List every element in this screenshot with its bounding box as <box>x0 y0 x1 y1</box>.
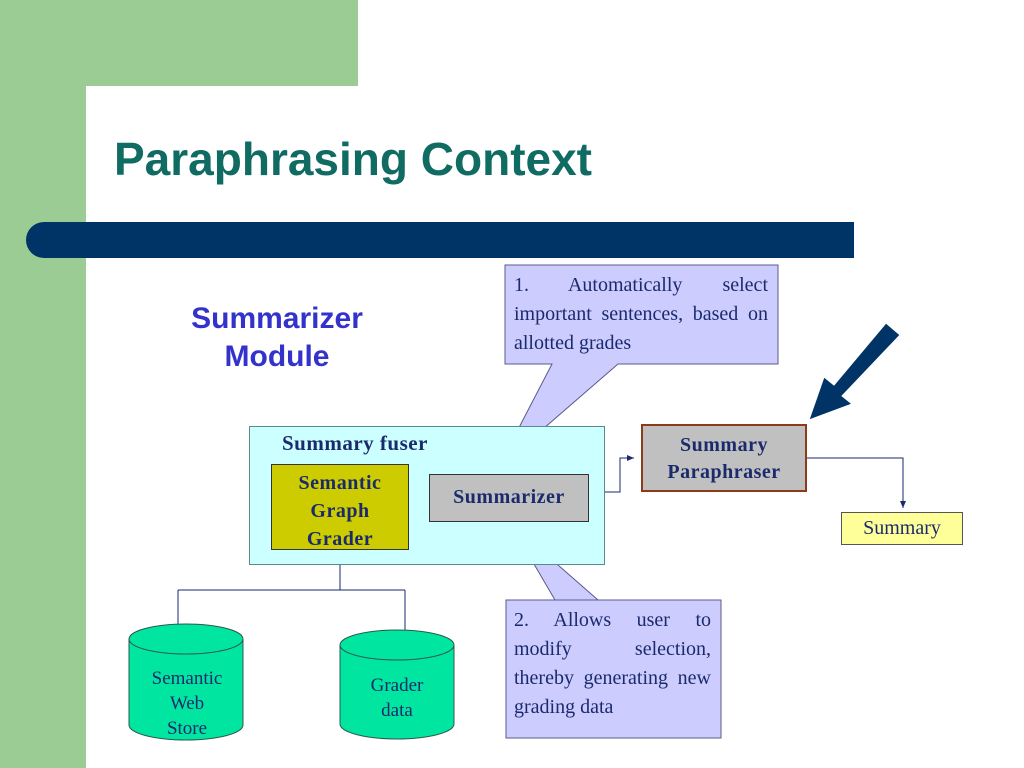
module-label: Summarizer Module <box>191 302 363 373</box>
callout-2-shape <box>505 522 722 739</box>
callout-1-shape <box>497 264 779 469</box>
callout-1-text: 1. Automatically select important senten… <box>514 274 768 354</box>
semantic-web-store-cylinder <box>128 623 244 741</box>
slide-title: Paraphrasing Context <box>114 133 592 185</box>
summary-paraphraser-box: Summary Paraphraser <box>641 424 807 492</box>
grader-data-label: Grader data <box>370 675 424 721</box>
connector-paraphraser-summary <box>807 457 906 508</box>
summary-output-box: Summary <box>841 512 963 545</box>
title-underline-bar <box>26 222 854 258</box>
grader-data-cylinder <box>339 629 455 740</box>
big-diagonal-arrow-icon <box>808 322 901 421</box>
summary-fuser-label: Summary fuser <box>282 431 428 455</box>
connector-summarizer-paraphraser <box>605 455 634 493</box>
green-side-strip <box>0 0 86 768</box>
summarizer-box: Summarizer <box>429 474 589 522</box>
semantic-web-store-label: Semantic Web Store <box>151 668 223 739</box>
callout-2-text: 2. Allows user to modify selection, ther… <box>514 609 711 718</box>
semantic-graph-grader-box: Semantic Graph Grader <box>271 464 409 550</box>
